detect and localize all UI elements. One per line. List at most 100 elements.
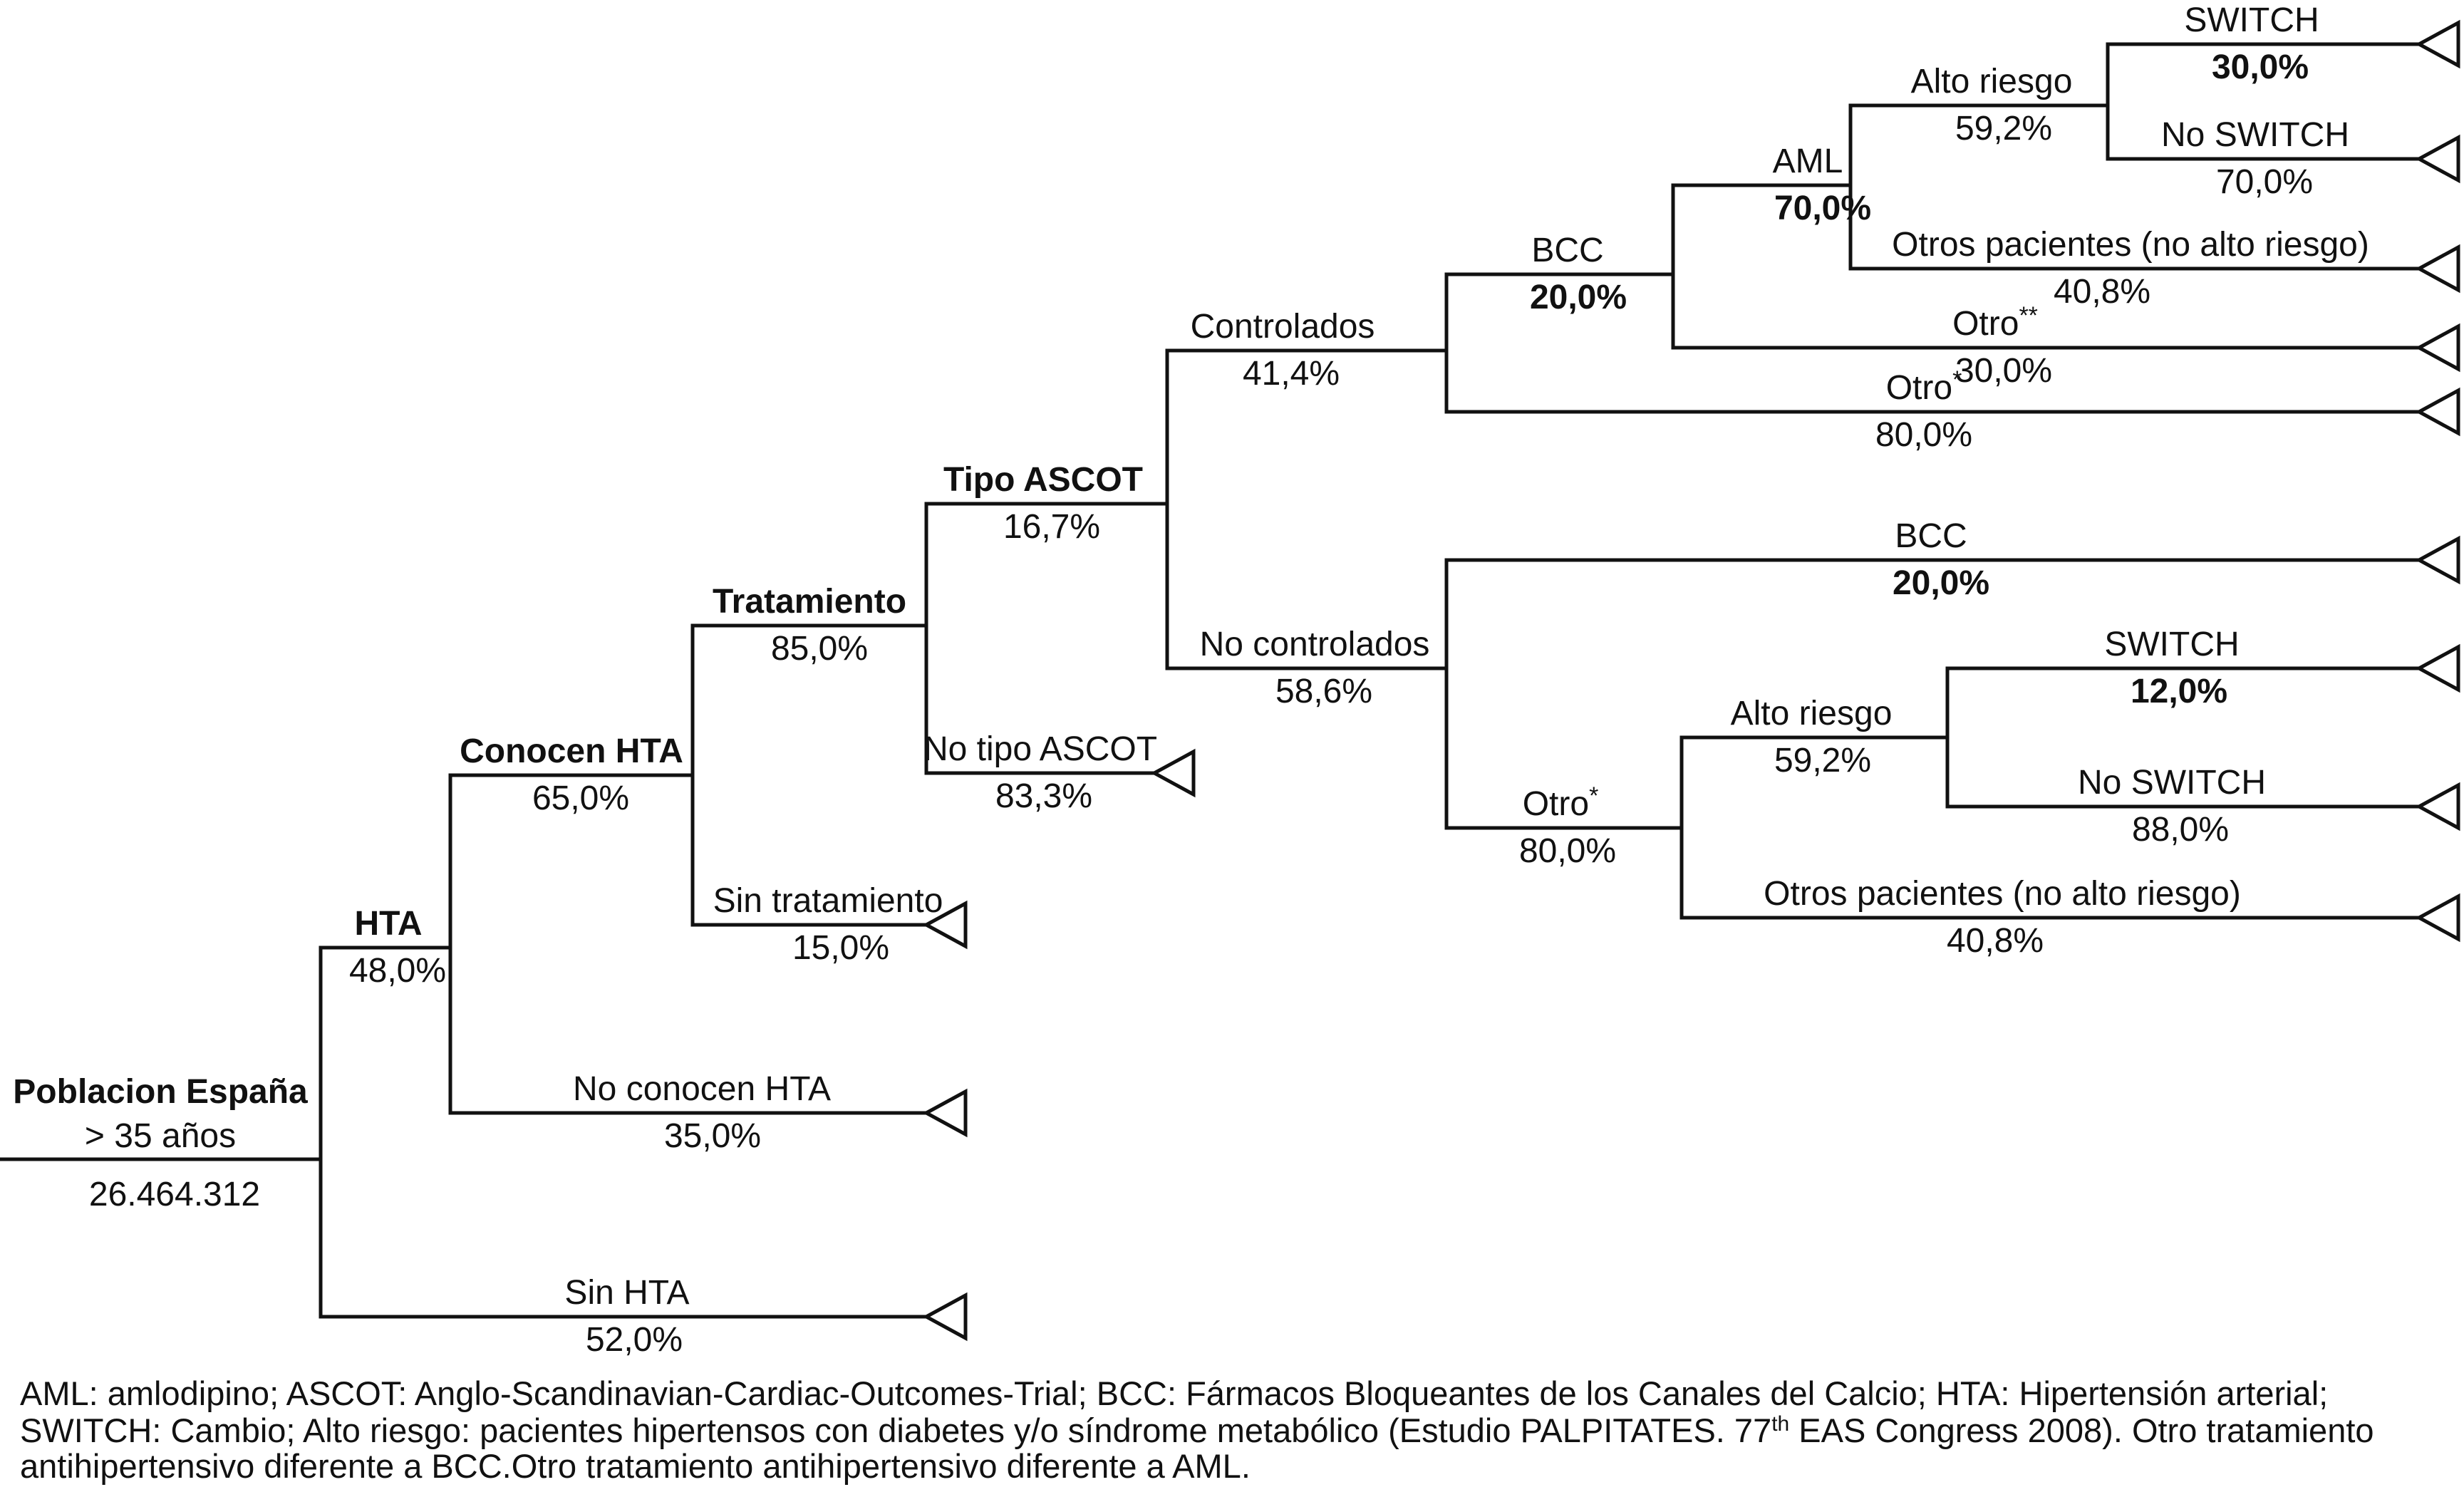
node-no-switch-otro: No SWITCH 88,0% <box>1945 764 2460 849</box>
otro-controlados-label: Otro* <box>1886 366 1962 407</box>
no-controlados-pct: 58,6% <box>1275 673 1372 710</box>
node-otro-no-controlados: Otro* 80,0% <box>1444 782 1684 870</box>
bcc-no-controlados-label: BCC <box>1895 517 1967 555</box>
root-value: 26.464.312 <box>89 1176 260 1213</box>
otros-pacientes-otro-pct: 40,8% <box>1947 922 2044 960</box>
terminal-arrow-icon <box>2415 134 2460 184</box>
conocen-hta-pct: 65,0% <box>532 779 629 817</box>
node-bcc-controlados: BCC 20,0% <box>1444 232 1675 316</box>
otro-controlados-text: Otro <box>1886 369 1952 407</box>
otro-no-controlados-pct: 80,0% <box>1519 832 1616 870</box>
otros-pacientes-aml-label: Otros pacientes (no alto riesgo) <box>1892 226 2369 264</box>
tipo-ascot-label: Tipo ASCOT <box>943 461 1143 499</box>
hta-label: HTA <box>354 905 422 943</box>
node-no-controlados: No controlados 58,6% <box>1165 626 1449 710</box>
root-age-label: > 35 años <box>85 1117 236 1155</box>
terminal-arrow-icon <box>2415 387 2460 437</box>
no-switch-aml-pct: 70,0% <box>2216 163 2313 201</box>
footnote-line-2-post: EAS Congress 2008). Otro tratamiento <box>1789 1411 2374 1449</box>
alto-riesgo-otro-pct: 59,2% <box>1774 742 1871 779</box>
switch-aml-label: SWITCH <box>2184 1 2319 39</box>
otro-controlados-sup: * <box>1952 366 1962 393</box>
terminal-arrow-icon <box>1150 748 1196 798</box>
tratamiento-pct: 85,0% <box>771 630 868 668</box>
terminal-arrow-icon <box>2415 535 2460 585</box>
alto-riesgo-aml-pct: 59,2% <box>1955 110 2052 147</box>
terminal-arrow-icon <box>922 900 968 950</box>
otros-pacientes-otro-label: Otros pacientes (no alto riesgo) <box>1764 875 2241 913</box>
terminal-arrow-icon <box>2415 244 2460 294</box>
controlados-pct: 41,4% <box>1243 355 1340 393</box>
footnote: AML: amlodipino; ASCOT: Anglo-Scandinavi… <box>20 1374 2374 1485</box>
terminal-arrow-icon <box>922 1292 968 1342</box>
no-tipo-ascot-pct: 83,3% <box>995 777 1092 815</box>
node-otro-controlados: Otro* 80,0% <box>1444 366 2460 454</box>
node-no-conocen-hta: No conocen HTA 35,0% <box>448 1070 968 1155</box>
aml-pct: 70,0% <box>1774 190 1871 227</box>
alto-riesgo-otro-label: Alto riesgo <box>1731 695 1893 732</box>
switch-otro-pct: 12,0% <box>2131 673 2227 710</box>
conocen-hta-label: Conocen HTA <box>460 732 683 770</box>
sin-hta-pct: 52,0% <box>586 1321 683 1359</box>
no-tipo-ascot-label: No tipo ASCOT <box>923 730 1157 768</box>
switch-aml-pct: 30,0% <box>2212 48 2309 86</box>
footnote-line-2: SWITCH: Cambio; Alto riesgo: pacientes h… <box>20 1411 2374 1449</box>
no-conocen-hta-pct: 35,0% <box>664 1117 761 1155</box>
otro-no-controlados-label: Otro* <box>1523 782 1599 823</box>
node-bcc-no-controlados: BCC 20,0% <box>1444 517 2460 602</box>
node-root: Poblacion España > 35 años 26.464.312 <box>0 1073 323 1213</box>
node-conocen-hta: Conocen HTA 65,0% <box>448 732 695 817</box>
bcc-controlados-label: BCC <box>1531 232 1603 269</box>
otro-no-controlados-text: Otro <box>1523 785 1589 823</box>
node-aml: AML 70,0% <box>1671 143 1871 227</box>
otro-aml-sup: ** <box>2019 302 2037 329</box>
otro-no-controlados-sup: * <box>1589 782 1598 809</box>
bcc-controlados-pct: 20,0% <box>1530 279 1627 316</box>
bcc-no-controlados-pct: 20,0% <box>1893 564 1989 602</box>
node-tratamiento: Tratamiento 85,0% <box>690 583 928 668</box>
node-hta: HTA 48,0% <box>319 905 452 990</box>
node-no-tipo-ascot: No tipo ASCOT 83,3% <box>923 730 1196 815</box>
controlados-label: Controlados <box>1191 308 1375 346</box>
tipo-ascot-pct: 16,7% <box>1003 508 1100 546</box>
footnote-line-3: antihipertensivo diferente a BCC.Otro tr… <box>20 1447 1251 1485</box>
node-switch-otro: SWITCH 12,0% <box>1945 626 2460 710</box>
otro-aml-pct: 30,0% <box>1955 352 2052 390</box>
otros-pacientes-aml-pct: 40,8% <box>2054 273 2150 311</box>
footnote-line-2-pre: SWITCH: Cambio; Alto riesgo: pacientes h… <box>20 1411 1771 1449</box>
terminal-arrow-icon <box>2415 19 2460 69</box>
hta-pct: 48,0% <box>349 952 446 990</box>
node-alto-riesgo-otro: Alto riesgo 59,2% <box>1679 695 1950 779</box>
no-switch-otro-pct: 88,0% <box>2132 811 2229 849</box>
node-no-switch-aml: No SWITCH 70,0% <box>2106 116 2460 201</box>
sin-hta-label: Sin HTA <box>564 1274 689 1312</box>
node-sin-hta: Sin HTA 52,0% <box>319 1274 968 1359</box>
root-label: Poblacion España <box>13 1073 308 1111</box>
sin-tratamiento-label: Sin tratamiento <box>713 882 943 920</box>
no-controlados-label: No controlados <box>1200 626 1430 663</box>
switch-otro-label: SWITCH <box>2104 626 2239 663</box>
terminal-arrow-icon <box>922 1088 968 1138</box>
terminal-arrow-icon <box>2415 782 2460 831</box>
no-conocen-hta-label: No conocen HTA <box>573 1070 831 1108</box>
node-otros-pacientes-aml: Otros pacientes (no alto riesgo) 40,8% <box>1848 226 2460 311</box>
node-controlados: Controlados 41,4% <box>1165 308 1449 393</box>
footnote-line-2-sup: th <box>1771 1412 1789 1436</box>
alto-riesgo-aml-label: Alto riesgo <box>1911 63 2073 100</box>
sin-tratamiento-pct: 15,0% <box>792 929 889 967</box>
node-tipo-ascot: Tipo ASCOT 16,7% <box>924 461 1169 546</box>
terminal-arrow-icon <box>2415 643 2460 693</box>
node-otro-aml: Otro** 30,0% <box>1671 302 2460 390</box>
node-alto-riesgo-aml: Alto riesgo 59,2% <box>1848 63 2110 147</box>
node-switch-aml: SWITCH 30,0% <box>2106 1 2460 86</box>
tratamiento-label: Tratamiento <box>713 583 906 621</box>
aml-label: AML <box>1773 143 1843 180</box>
otro-aml-label: Otro** <box>1952 302 2038 343</box>
otro-controlados-pct: 80,0% <box>1875 416 1972 454</box>
no-switch-otro-label: No SWITCH <box>2078 764 2266 802</box>
terminal-arrow-icon <box>2415 323 2460 373</box>
otro-aml-text: Otro <box>1952 305 2019 343</box>
footnote-line-1: AML: amlodipino; ASCOT: Anglo-Scandinavi… <box>20 1374 2328 1412</box>
